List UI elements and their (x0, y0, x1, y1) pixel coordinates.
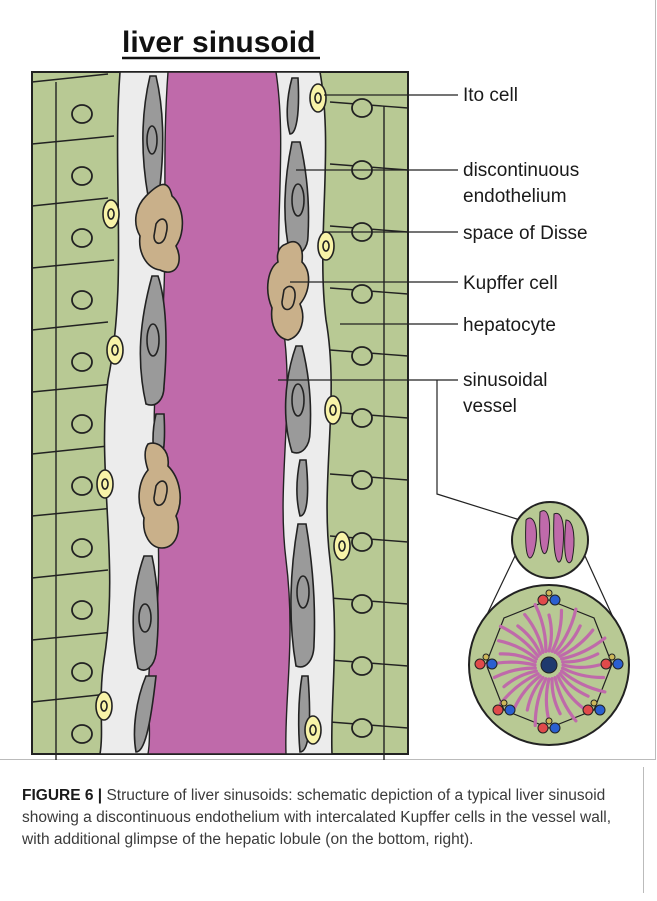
ito-cell (310, 84, 326, 112)
portal-vein (595, 705, 605, 715)
hepatocyte-nucleus (352, 285, 372, 303)
figure-caption: FIGURE 6 | Structure of liver sinusoids:… (22, 785, 642, 851)
label-kupffer-cell: Kupffer cell (463, 273, 558, 294)
hepatocyte-nucleus (72, 663, 92, 681)
hepatocyte-nucleus (72, 291, 92, 309)
hepatic-lobule (469, 585, 629, 745)
magnified-sinusoid-circle (512, 502, 588, 578)
ito-cell (103, 200, 119, 228)
bile-duct (591, 700, 597, 706)
caption-rule (643, 767, 644, 893)
diagram-title: liver sinusoid (122, 26, 315, 59)
portal-artery (475, 659, 485, 669)
portal-vein (550, 723, 560, 733)
hepatocyte-nucleus (72, 601, 92, 619)
label-vessel-line2: vessel (463, 396, 517, 417)
bile-duct (546, 718, 552, 724)
ito-cell (97, 470, 113, 498)
hepatocyte-nucleus (72, 477, 92, 495)
portal-artery (601, 659, 611, 669)
ito-cell (325, 396, 341, 424)
label-space-of-disse: space of Disse (463, 223, 588, 244)
hepatocyte-nucleus (72, 167, 92, 185)
bile-duct (501, 700, 507, 706)
portal-vein (613, 659, 623, 669)
portal-vein (550, 595, 560, 605)
portal-artery (583, 705, 593, 715)
hepatocyte-nucleus (352, 471, 372, 489)
hepatocyte-nucleus (352, 409, 372, 427)
label-endothelium-line1: discontinuous (463, 160, 579, 181)
hepatocyte-nucleus (352, 719, 372, 737)
ito-cell (305, 716, 321, 744)
bile-duct (483, 654, 489, 660)
label-ito-cell: Ito cell (463, 85, 518, 106)
hepatocyte-nucleus (352, 99, 372, 117)
sinusoid-lumen (148, 72, 290, 754)
caption-text: Structure of liver sinusoids: schematic … (22, 787, 611, 848)
hepatocyte-nucleus (352, 657, 372, 675)
ito-cell (96, 692, 112, 720)
ito-cell (107, 336, 123, 364)
ito-cell (318, 232, 334, 260)
bile-duct (546, 590, 552, 596)
hepatocyte-nucleus (352, 595, 372, 613)
hepatocyte-nucleus (352, 533, 372, 551)
tissue-panel (32, 72, 408, 760)
label-vessel-line1: sinusoidal (463, 370, 548, 391)
hepatocyte-nucleus (72, 229, 92, 247)
caption-lead: FIGURE 6 | (22, 787, 102, 804)
portal-artery (493, 705, 503, 715)
hepatocyte-nucleus (352, 347, 372, 365)
portal-artery (538, 723, 548, 733)
portal-vein (505, 705, 515, 715)
label-endothelium-line2: endothelium (463, 186, 567, 207)
ito-cell (334, 532, 350, 560)
hepatocyte-nucleus (72, 105, 92, 123)
hepatocyte-nucleus (72, 725, 92, 743)
liver-sinusoid-diagram: liver sinusoid (0, 0, 657, 760)
hepatocyte-nucleus (72, 415, 92, 433)
hepatocyte-nucleus (72, 539, 92, 557)
label-hepatocyte: hepatocyte (463, 315, 556, 336)
bile-duct (609, 654, 615, 660)
endothelial-cell (297, 460, 308, 516)
hepatocyte-nucleus (72, 353, 92, 371)
labels: Ito cell discontinuous endothelium space… (463, 85, 588, 417)
portal-vein (487, 659, 497, 669)
portal-artery (538, 595, 548, 605)
central-vein (541, 657, 557, 673)
